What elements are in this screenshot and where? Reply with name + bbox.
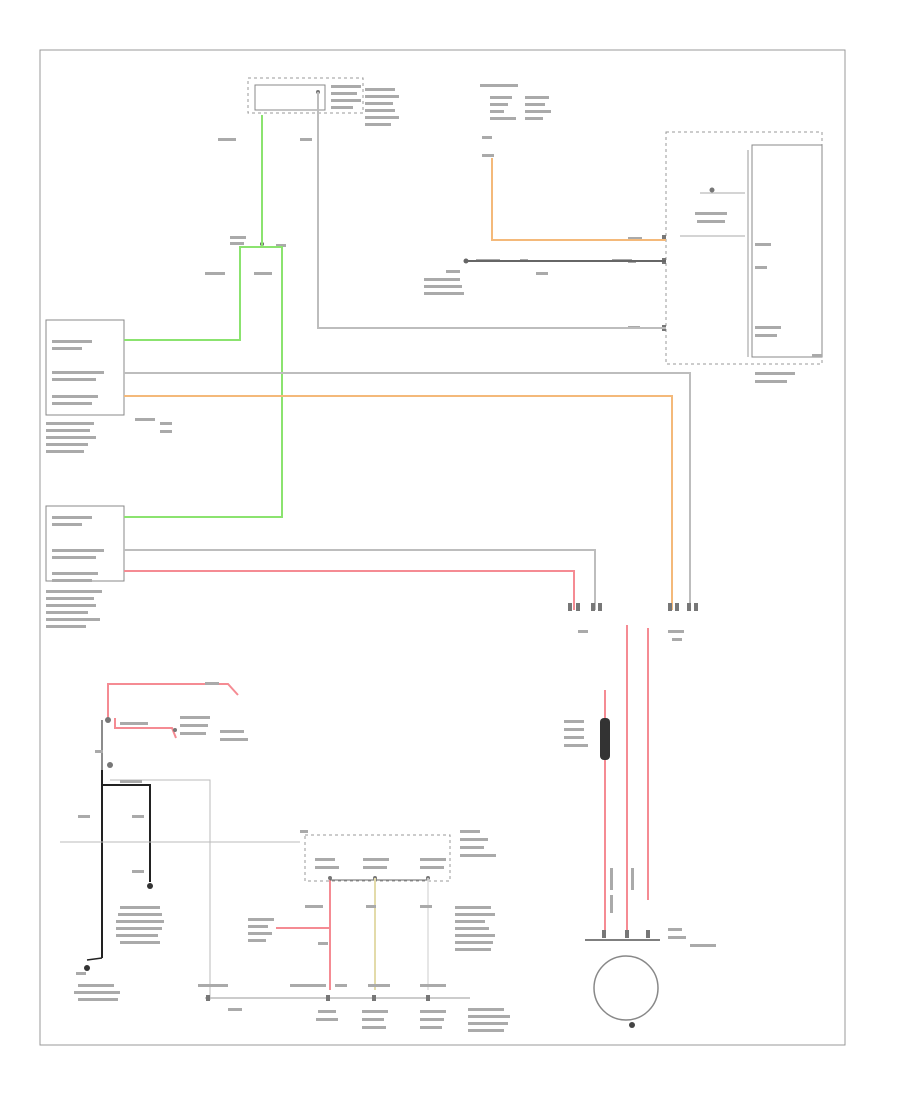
ground-wires xyxy=(84,770,153,971)
splice-upper xyxy=(205,236,286,275)
generator-symbol xyxy=(593,955,659,1021)
powertrain-control-module xyxy=(45,505,125,628)
generator-ground-icon xyxy=(629,1022,635,1028)
ignition-feed-wires xyxy=(124,115,283,518)
diagram-frame xyxy=(39,49,846,1046)
fusible-link xyxy=(564,718,610,760)
generator xyxy=(585,868,716,1028)
harness-connector-pins xyxy=(568,603,698,641)
sensor-harness-wires xyxy=(248,878,495,990)
body-control-module xyxy=(198,984,510,1032)
battery-current-sensor xyxy=(60,830,496,882)
fuse-label-hot-at-all-times xyxy=(480,84,551,157)
top-fuse-block xyxy=(218,77,399,141)
signal-wires xyxy=(124,92,691,610)
engine-control-module xyxy=(45,319,172,453)
charge-indicator-wires xyxy=(124,158,673,610)
instrument-panel-cluster xyxy=(628,131,823,383)
battery-feed-wires xyxy=(107,570,649,990)
data-link-note xyxy=(424,258,632,295)
ground-location-labels xyxy=(74,815,164,1001)
starter-junction xyxy=(95,682,248,1000)
